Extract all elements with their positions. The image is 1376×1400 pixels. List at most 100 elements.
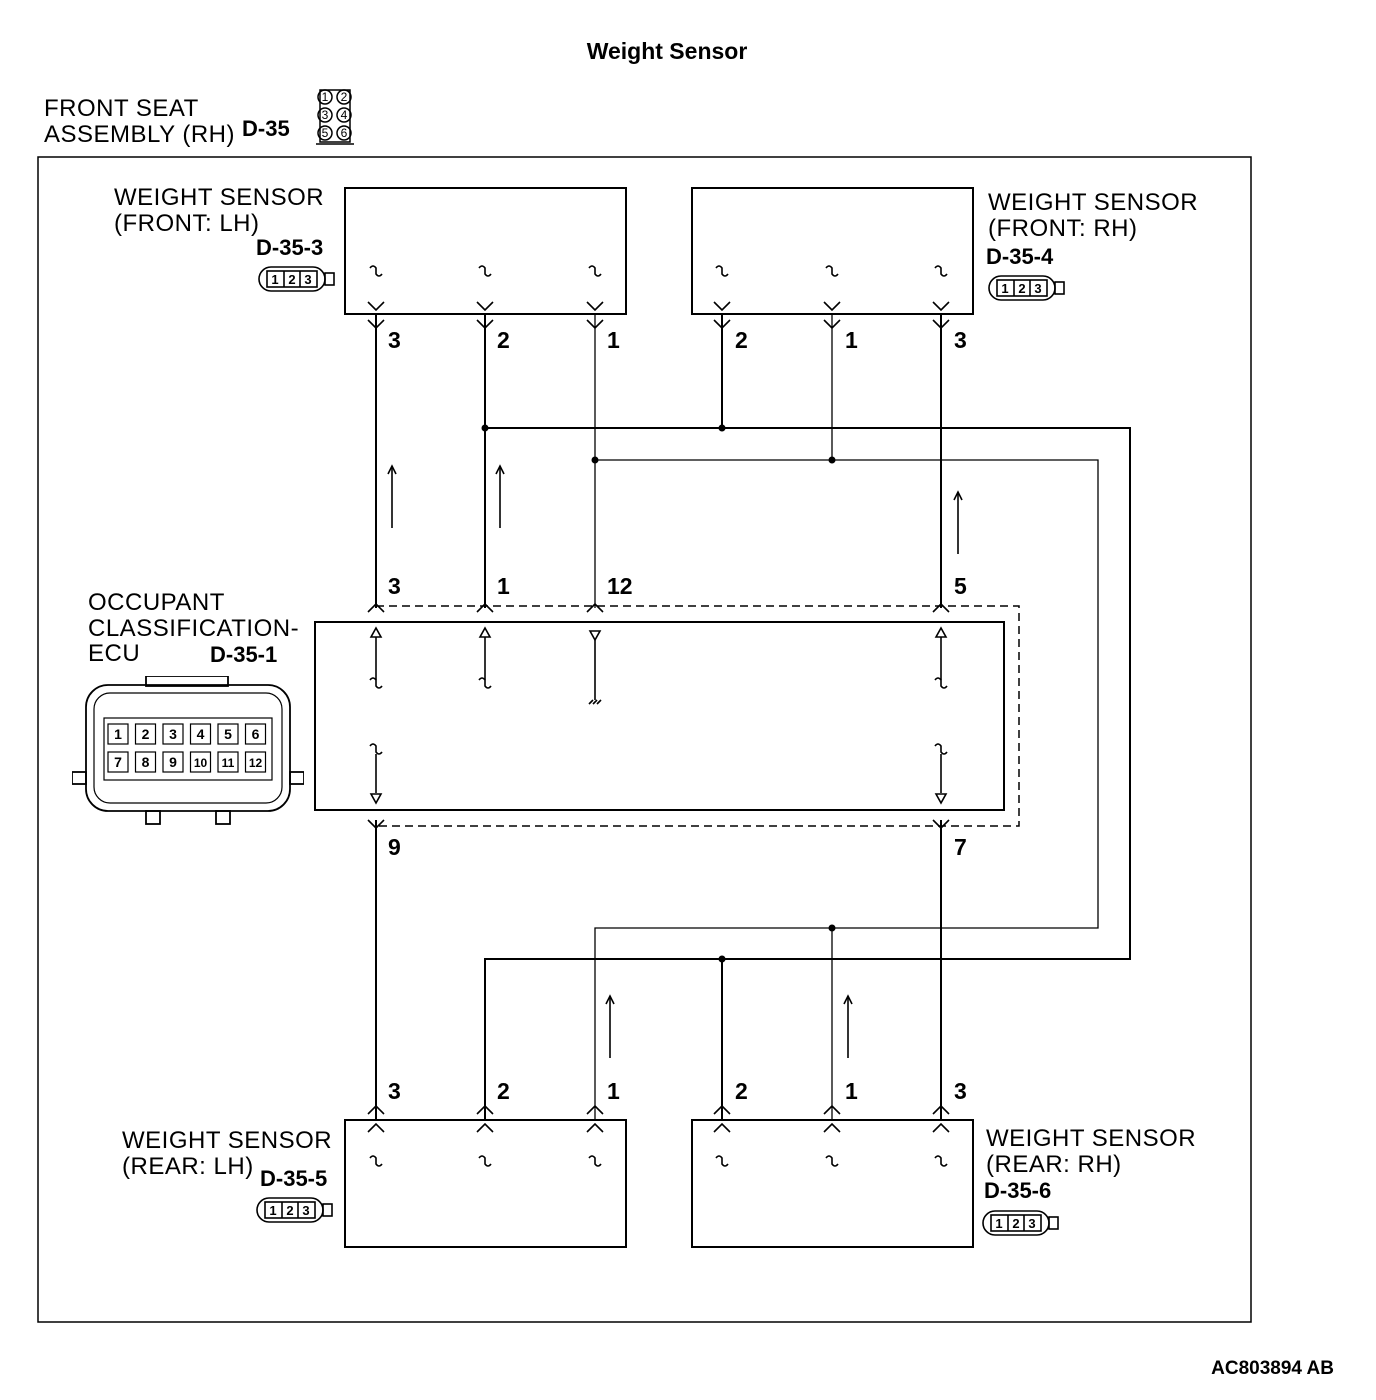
ecu-pin-cell	[162, 723, 184, 745]
mini-pin-1: 1	[271, 272, 278, 287]
pin-chevron	[932, 819, 950, 830]
ecu-box	[314, 621, 1005, 811]
seat-label-line1: FRONT SEAT	[44, 95, 199, 122]
terminal-coil	[369, 677, 383, 689]
pin-chevron	[476, 602, 494, 613]
pin-ecu-7: 7	[954, 834, 967, 860]
sensor-front-lh-label2: (FRONT: LH)	[114, 210, 260, 237]
pin-rear-lh-3: 3	[388, 1078, 401, 1104]
pin-chevron	[823, 1104, 841, 1115]
terminal-coil	[369, 1155, 383, 1167]
sensor-front-rh-label1: WEIGHT SENSOR	[988, 189, 1199, 216]
current-flow-arrowhead	[953, 490, 963, 501]
pin-chevron	[586, 319, 604, 330]
ecu-pin-cell	[244, 723, 267, 745]
sensor-front-rh-code: D-35-4	[986, 244, 1054, 269]
current-flow-arrowhead	[605, 994, 615, 1005]
ecu-pin-number: 3	[169, 726, 177, 742]
mini-pin-1: 1	[269, 1203, 276, 1218]
ecu-pin-number: 7	[114, 754, 122, 770]
ecu-pin-cell	[244, 751, 267, 773]
mini-pin-1: 1	[995, 1216, 1002, 1231]
ecu-pin-number: 8	[142, 754, 150, 770]
ecu-label-line1: OCCUPANT	[88, 589, 225, 616]
mini-pin-1: 1	[1001, 281, 1008, 296]
ecu-code: D-35-1	[210, 642, 278, 667]
pin-chevron	[932, 301, 950, 312]
terminal-coil	[478, 1155, 492, 1167]
mini-pin-2: 2	[1018, 281, 1025, 296]
pin-ecu-1: 1	[497, 573, 510, 599]
ecu-label-line3: ECU	[88, 640, 141, 667]
sensor-rear-rh-code: D-35-6	[984, 1178, 1052, 1203]
sensor-rear-lh-label2: (REAR: LH)	[122, 1153, 254, 1180]
ecu-pin-number: 5	[224, 726, 232, 742]
pin-chevron	[932, 1122, 950, 1133]
sensor-front-rh-label2: (FRONT: RH)	[988, 215, 1138, 242]
figure-code: AC803894 AB	[1211, 1358, 1334, 1379]
pin-chevron	[476, 301, 494, 312]
pin-chevron	[476, 1122, 494, 1133]
pin-chevron	[713, 1104, 731, 1115]
pin-chevron	[823, 319, 841, 330]
sensor-rear-lh-connector-icon: 1 2 3	[256, 1196, 336, 1229]
terminal-coil	[369, 743, 383, 755]
sensor-front-lh-connector-icon: 1 2 3	[258, 265, 338, 298]
pin-ecu-3: 3	[388, 573, 401, 599]
diagram-title: Weight Sensor	[586, 38, 748, 64]
sensor-rear-rh-label1: WEIGHT SENSOR	[986, 1125, 1197, 1152]
pin-front-lh-2: 2	[497, 327, 510, 353]
ecu-pin-number: 4	[197, 726, 205, 742]
ecu-pin-number: 2	[142, 726, 150, 742]
pin-chevron	[476, 1104, 494, 1115]
terminal-coil	[715, 265, 729, 277]
mini-pin-2: 2	[286, 1203, 293, 1218]
pin-rear-rh-1: 1	[845, 1078, 858, 1104]
ecu-pin-cell	[162, 751, 184, 773]
seat-pin-5: 5	[322, 126, 329, 140]
mini-pin-2: 2	[1012, 1216, 1019, 1231]
sensor-rear-rh-box	[691, 1119, 974, 1248]
ecu-pin-cell	[107, 723, 129, 745]
terminal-coil	[825, 265, 839, 277]
pin-chevron	[713, 301, 731, 312]
terminal-coil	[825, 1155, 839, 1167]
current-flow-arrowhead	[495, 464, 505, 475]
pin-chevron	[367, 319, 385, 330]
sensor-front-lh-box	[344, 187, 627, 315]
pin-chevron	[476, 319, 494, 330]
bus-inner	[594, 459, 1099, 1120]
pin-front-rh-1: 1	[845, 327, 858, 353]
terminal-coil	[934, 677, 948, 689]
bus-outer	[484, 427, 1131, 1120]
ecu-pin-number: 10	[194, 756, 208, 770]
pin-front-lh-1: 1	[607, 327, 620, 353]
sensor-front-lh-label1: WEIGHT SENSOR	[114, 184, 325, 211]
sensor-front-rh-box	[691, 187, 974, 315]
ecu-pin-number: 1	[114, 726, 122, 742]
ecu-dashed-shield	[376, 605, 1020, 827]
signal-arrow	[369, 626, 383, 638]
pin-front-rh-3: 3	[954, 327, 967, 353]
signal-arrow	[369, 793, 383, 805]
current-flow-arrowhead	[387, 464, 397, 475]
ecu-pin-cell	[134, 723, 157, 745]
seat-connector-icon: 1 2 3 4 5 6	[312, 86, 358, 148]
pin-chevron	[932, 602, 950, 613]
terminal-coil	[588, 265, 602, 277]
pin-chevron	[713, 1122, 731, 1133]
pin-chevron	[932, 319, 950, 330]
mini-pin-3: 3	[304, 272, 311, 287]
pin-chevron	[823, 1122, 841, 1133]
seat-assembly-frame	[37, 156, 1252, 1323]
seat-pin-3: 3	[322, 108, 329, 122]
mini-pin-2: 2	[288, 272, 295, 287]
ecu-pin-cell	[134, 751, 157, 773]
pin-rear-rh-2: 2	[735, 1078, 748, 1104]
ground-icon	[588, 699, 602, 705]
ecu-pin-number: 11	[222, 756, 235, 770]
mini-pin-3: 3	[1034, 281, 1041, 296]
pin-chevron	[367, 819, 385, 830]
pin-chevron	[367, 602, 385, 613]
